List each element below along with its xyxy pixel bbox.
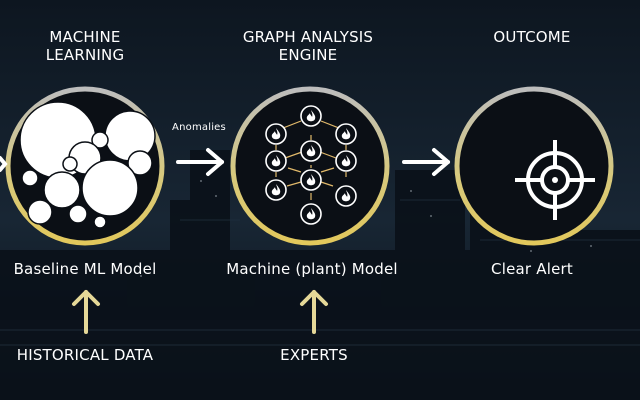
- header-line: GRAPH ANALYSIS: [242, 28, 374, 46]
- input-experts: EXPERTS: [280, 346, 348, 364]
- connector-label-anomalies: Anomalies: [172, 122, 226, 133]
- header-outcome: OUTCOME: [462, 28, 602, 46]
- input-historical-data: HISTORICAL DATA: [16, 346, 154, 364]
- caption-clear-alert: Clear Alert: [491, 260, 573, 278]
- header-line: ENGINE: [278, 46, 338, 64]
- header-machine-learning: MACHINE LEARNING: [20, 28, 150, 64]
- header-line: OUTCOME: [493, 28, 571, 46]
- header-line: MACHINE: [49, 28, 121, 46]
- caption-machine-plant-model: Machine (plant) Model: [226, 260, 398, 278]
- caption-baseline-ml-model: Baseline ML Model: [13, 260, 157, 278]
- header-line: LEARNING: [45, 46, 125, 64]
- header-graph-analysis-engine: GRAPH ANALYSIS ENGINE: [218, 28, 398, 64]
